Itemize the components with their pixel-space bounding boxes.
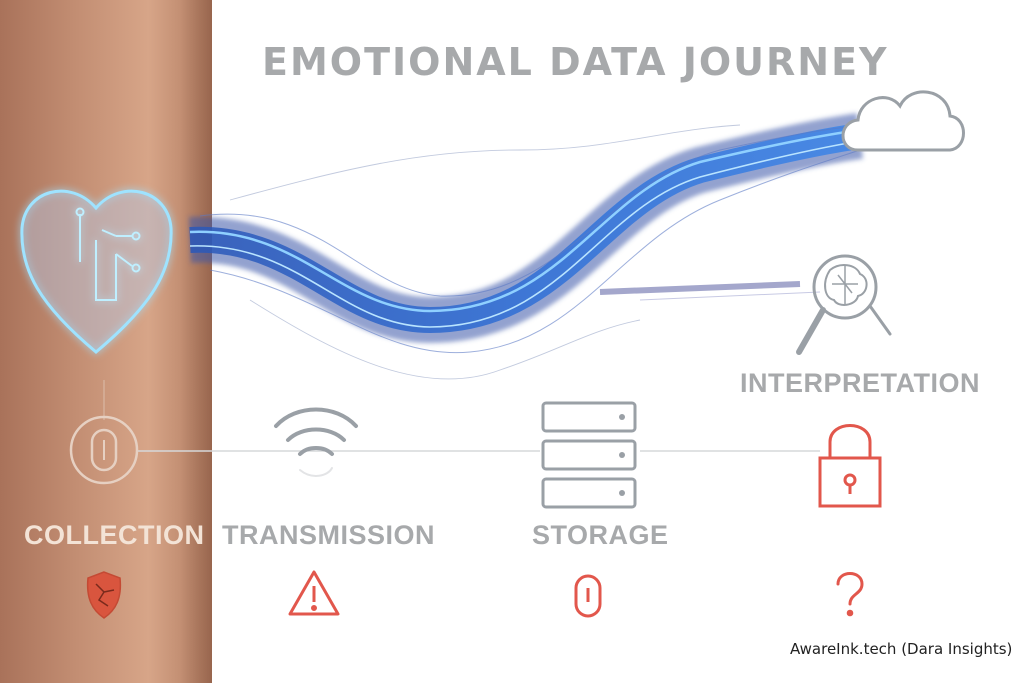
cracked-shield-icon [86, 571, 122, 619]
server-stack-icon [541, 401, 637, 509]
stage-label-transmission: TRANSMISSION [222, 520, 436, 550]
capsule-icon [574, 574, 602, 618]
stage-label-collection: COLLECTION [24, 520, 205, 550]
wifi-icon [274, 407, 358, 477]
warning-triangle-icon [288, 570, 340, 616]
heart-circuit-icon [20, 189, 173, 354]
cloud-icon [841, 90, 965, 152]
data-stream [188, 113, 864, 380]
forearm-shadow [180, 0, 212, 683]
magnifying-brain-icon [796, 254, 892, 355]
pill-sensor-icon [69, 415, 139, 485]
question-mark-icon [836, 572, 864, 617]
timeline-line [103, 380, 820, 452]
stage-label-storage: STORAGE [532, 520, 669, 550]
padlock-icon [818, 424, 882, 508]
stage-label-interpretation: INTERPRETATION [740, 368, 980, 398]
page-title: EMOTIONAL DATA JOURNEY [262, 40, 889, 84]
credit-text: AwareInk.tech (Dara Insights) [790, 640, 1013, 658]
